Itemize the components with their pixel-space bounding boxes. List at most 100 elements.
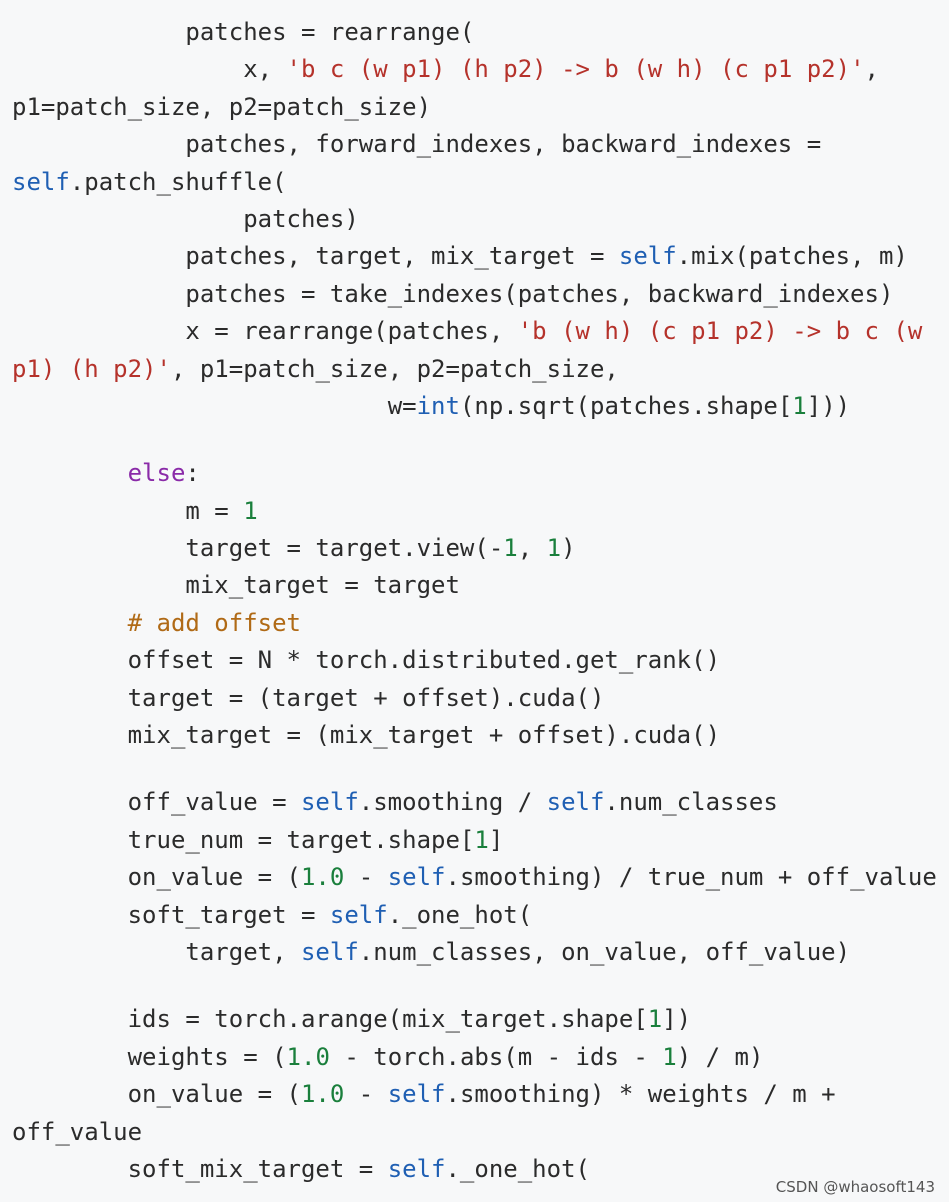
code-token: - torch.abs(m - ids - — [329, 1042, 663, 1071]
code-token: target, — [185, 937, 301, 966]
code-line: x = rearrange(patches, 'b (w h) (c p1 p2… — [12, 313, 949, 350]
code-line: off_value — [12, 1114, 949, 1151]
code-token: .patch_shuffle( — [69, 167, 287, 196]
code-token: int — [416, 391, 460, 420]
code-token: .smoothing) * weights / m + — [445, 1080, 836, 1109]
code-token: true_num = target.shape[ — [127, 825, 475, 854]
code-indent — [12, 392, 388, 420]
code-line: w=int(np.sqrt(patches.shape[1])) — [12, 388, 949, 425]
code-token: patches = take_indexes(patches, backward… — [185, 279, 894, 308]
code-indent — [12, 205, 243, 233]
code-token: self — [387, 1080, 446, 1109]
code-indent — [12, 571, 185, 599]
code-line: patches = rearrange( — [12, 14, 949, 51]
code-token: patches, forward_indexes, backward_index… — [185, 130, 822, 159]
code-indent — [12, 534, 185, 562]
code-line: # add offset — [12, 605, 949, 642]
code-token: target = target.view(- — [185, 534, 504, 563]
code-token: patches = rearrange( — [185, 18, 475, 46]
code-token: ._one_hot( — [445, 1154, 590, 1183]
code-token: ids = torch.arange(mix_target.shape[ — [127, 1005, 648, 1034]
code-token: 1.0 — [300, 1080, 345, 1109]
code-indent — [12, 1080, 128, 1108]
code-token: self — [12, 167, 70, 196]
code-token: 1 — [662, 1042, 677, 1071]
code-line: true_num = target.shape[1] — [12, 822, 949, 859]
code-token: mix_target = target — [185, 571, 460, 600]
code-token: 'b (w h) (c p1 p2) -> b c (w — [517, 317, 923, 346]
code-token: ] — [488, 825, 504, 854]
code-line: patches) — [12, 201, 949, 238]
code-token: 1.0 — [300, 863, 345, 892]
code-token: : — [185, 459, 200, 488]
code-line: target, self.num_classes, on_value, off_… — [12, 934, 949, 971]
blank-line — [12, 425, 949, 455]
code-line: on_value = (1.0 - self.smoothing) / true… — [12, 859, 949, 896]
code-line: m = 1 — [12, 493, 949, 530]
code-line: offset = N * torch.distributed.get_rank(… — [12, 642, 949, 679]
code-token: , p1=patch_size, p2=patch_size, — [170, 354, 619, 383]
code-indent — [12, 788, 128, 816]
code-token: 1.0 — [286, 1042, 330, 1071]
code-indent — [12, 1005, 128, 1033]
code-line: on_value = (1.0 - self.smoothing) * weig… — [12, 1076, 949, 1113]
code-line: soft_mix_target = self._one_hot( — [12, 1151, 949, 1188]
code-token: - — [344, 1080, 388, 1109]
code-token: p1) (h p2)' — [12, 354, 171, 383]
code-token: self — [329, 900, 388, 929]
code-token: on_value = ( — [127, 863, 301, 892]
code-line: target = target.view(-1, 1) — [12, 530, 949, 567]
code-token: offset = N * torch.distributed.get_rank(… — [127, 646, 721, 675]
code-token: 1 — [503, 534, 518, 563]
code-token: 1 — [243, 496, 258, 525]
code-line: soft_target = self._one_hot( — [12, 897, 949, 934]
code-token: self — [300, 788, 359, 817]
code-token: weights = ( — [127, 1042, 287, 1071]
code-indent — [12, 497, 185, 525]
code-indent — [12, 55, 243, 83]
code-token: .smoothing / — [358, 788, 547, 817]
code-indent — [12, 826, 128, 854]
code-token: self — [546, 788, 605, 817]
code-token: soft_target = — [127, 900, 330, 929]
code-line: ids = torch.arange(mix_target.shape[1]) — [12, 1001, 949, 1038]
code-indent — [12, 459, 128, 487]
code-token: self — [618, 242, 677, 271]
code-block: patches = rearrange( x, 'b c (w p1) (h p… — [12, 14, 949, 1188]
code-indent — [12, 130, 185, 158]
code-token: .num_classes, on_value, off_value) — [358, 937, 851, 966]
code-line: off_value = self.smoothing / self.num_cl… — [12, 784, 949, 821]
code-token: ]) — [662, 1005, 692, 1034]
code-token: 1 — [546, 534, 562, 563]
code-token: ) / m) — [676, 1042, 764, 1071]
code-line: p1) (h p2)', p1=patch_size, p2=patch_siz… — [12, 351, 949, 388]
code-token: 1 — [792, 391, 807, 420]
code-token: # add offset — [127, 608, 301, 637]
code-indent — [12, 317, 185, 345]
code-token: self — [387, 1154, 446, 1183]
code-indent — [12, 280, 185, 308]
code-indent — [12, 901, 128, 929]
code-token: self — [387, 863, 446, 892]
code-token: w= — [387, 391, 417, 420]
code-token: .num_classes — [604, 788, 778, 817]
code-token: ._one_hot( — [387, 900, 533, 929]
code-token: .mix(patches, m) — [676, 242, 908, 271]
code-token: m = — [185, 496, 244, 525]
code-token: else — [127, 459, 186, 488]
code-token: .smoothing) / true_num + off_value — [445, 863, 937, 892]
code-indent — [12, 938, 185, 966]
code-line: weights = (1.0 - torch.abs(m - ids - 1) … — [12, 1039, 949, 1076]
code-token: (np.sqrt(patches.shape[ — [459, 391, 793, 420]
code-indent — [12, 863, 128, 891]
code-indent — [12, 242, 185, 270]
code-token: 'b c (w p1) (h p2) -> b (w h) (c p1 p2)' — [286, 55, 865, 84]
code-token: x = rearrange(patches, — [185, 317, 518, 346]
code-token: 1 — [647, 1005, 663, 1034]
watermark: CSDN @whaosoft143 — [775, 1178, 935, 1196]
code-token: patches, target, mix_target = — [185, 242, 619, 271]
code-line: mix_target = target — [12, 567, 949, 604]
code-token: x, — [243, 55, 287, 84]
blank-line — [12, 754, 949, 784]
code-indent — [12, 1155, 128, 1183]
